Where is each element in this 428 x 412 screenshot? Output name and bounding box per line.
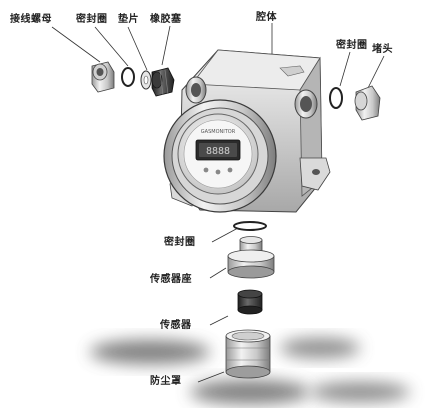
display-panel — [195, 139, 241, 161]
gasket — [140, 70, 152, 90]
seal-ring-left — [121, 67, 135, 87]
leader-lines — [51, 23, 385, 383]
blocking-cap — [354, 85, 381, 121]
seal-ring-right — [329, 87, 343, 109]
label-dust-cover: 防尘罩 — [150, 376, 182, 387]
display-brand-text: GASMONITOR — [201, 129, 236, 135]
label-gasket: 垫片 — [118, 14, 139, 25]
seal-ring-bottom — [233, 221, 267, 231]
floor-shadows — [90, 338, 410, 404]
display-readout: 8888 — [206, 146, 230, 157]
rubber-plug — [151, 67, 175, 97]
label-sensor: 传感器 — [160, 320, 192, 331]
label-rubber-plug: 橡胶塞 — [150, 14, 182, 25]
label-seal-ring-bottom: 密封圈 — [164, 237, 196, 248]
terminal-nut — [91, 61, 115, 93]
label-terminal-nut: 接线螺母 — [10, 14, 52, 25]
display-buttons — [203, 167, 233, 175]
label-seal-ring-left: 密封圈 — [76, 14, 108, 25]
label-sensor-base: 传感器座 — [150, 274, 192, 285]
label-housing: 腔体 — [256, 12, 277, 23]
sensor — [237, 289, 263, 315]
dust-cover — [225, 329, 271, 379]
label-seal-ring-right: 密封圈 — [336, 40, 368, 51]
sensor-base — [227, 236, 275, 279]
label-blocking-cap: 堵头 — [372, 44, 393, 55]
